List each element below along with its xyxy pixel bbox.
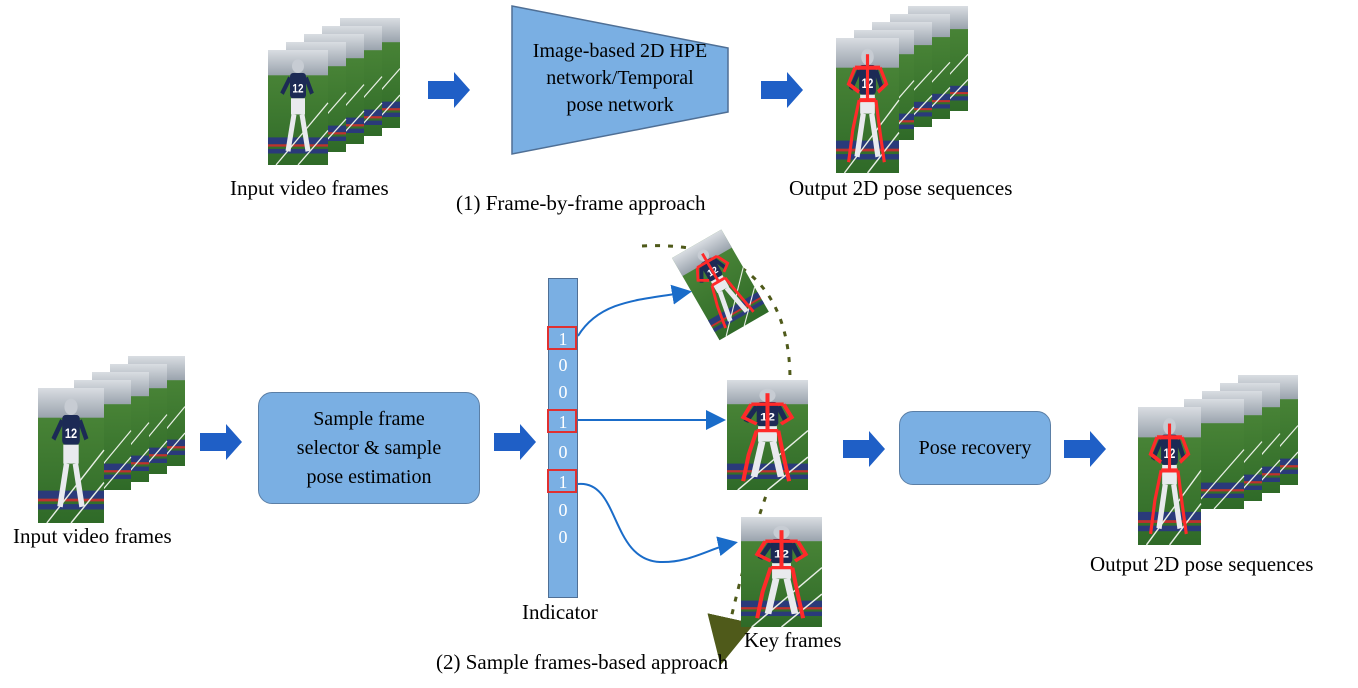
indicator-bit: 1 (558, 412, 568, 432)
indicator-bit: 0 (558, 355, 568, 375)
indicator-label: Indicator (522, 600, 598, 624)
network-line-2: network/Temporal (546, 66, 694, 89)
selector-line-1: Sample frame (313, 407, 425, 430)
top-arrow-2 (761, 72, 803, 108)
top-input-label: Input video frames (230, 176, 389, 200)
bottom-input-label: Input video frames (13, 524, 172, 548)
selected-bit-highlight (547, 409, 577, 433)
bottom-output-frames (1137, 374, 1299, 546)
sample-frame-selector-box: Sample frame selector & sample pose esti… (258, 392, 480, 504)
bottom-arrow-4 (1064, 431, 1106, 467)
key-frames-label: Key frames (744, 628, 842, 652)
selected-bit-highlight (547, 469, 577, 493)
indicator-bit: 0 (558, 500, 568, 520)
selector-line-3: pose estimation (306, 465, 432, 488)
key-frame-1 (671, 228, 770, 341)
key-frame-3 (740, 516, 823, 628)
curve-to-key-frame-1 (577, 284, 692, 337)
pose-recovery-label: Pose recovery (918, 436, 1032, 459)
top-arrow-1 (428, 72, 470, 108)
indicator-bit: 0 (558, 527, 568, 547)
bottom-arrow-2 (494, 424, 536, 460)
indicator-bit: 1 (558, 329, 568, 349)
indicator-bit: 1 (558, 472, 568, 492)
network-line-3: pose network (566, 93, 674, 116)
network-label: Image-based 2D HPE network/Temporal pose… (512, 30, 728, 126)
bottom-caption: (2) Sample frames-based approach (436, 650, 729, 674)
selected-bit-highlight (547, 326, 577, 350)
key-frame-2 (726, 379, 809, 491)
bottom-input-frames (37, 355, 186, 524)
top-output-frames (835, 5, 969, 174)
indicator-bit: 0 (558, 382, 568, 402)
network-line-1: Image-based 2D HPE (532, 39, 708, 62)
indicator-column: 1 0 0 1 0 1 0 0 (547, 278, 578, 598)
top-caption: (1) Frame-by-frame approach (456, 191, 706, 215)
bottom-arrow-3 (843, 431, 885, 467)
bottom-arrow-1 (200, 424, 242, 460)
pose-recovery-box: Pose recovery (899, 411, 1051, 485)
top-output-label: Output 2D pose sequences (789, 176, 1013, 200)
top-input-frames (267, 17, 401, 166)
indicator-bit: 0 (558, 442, 568, 462)
selector-line-2: selector & sample (296, 436, 442, 459)
network-trapezoid (511, 5, 729, 155)
bottom-output-label: Output 2D pose sequences (1090, 552, 1314, 576)
curve-to-key-frame-3 (577, 482, 738, 564)
